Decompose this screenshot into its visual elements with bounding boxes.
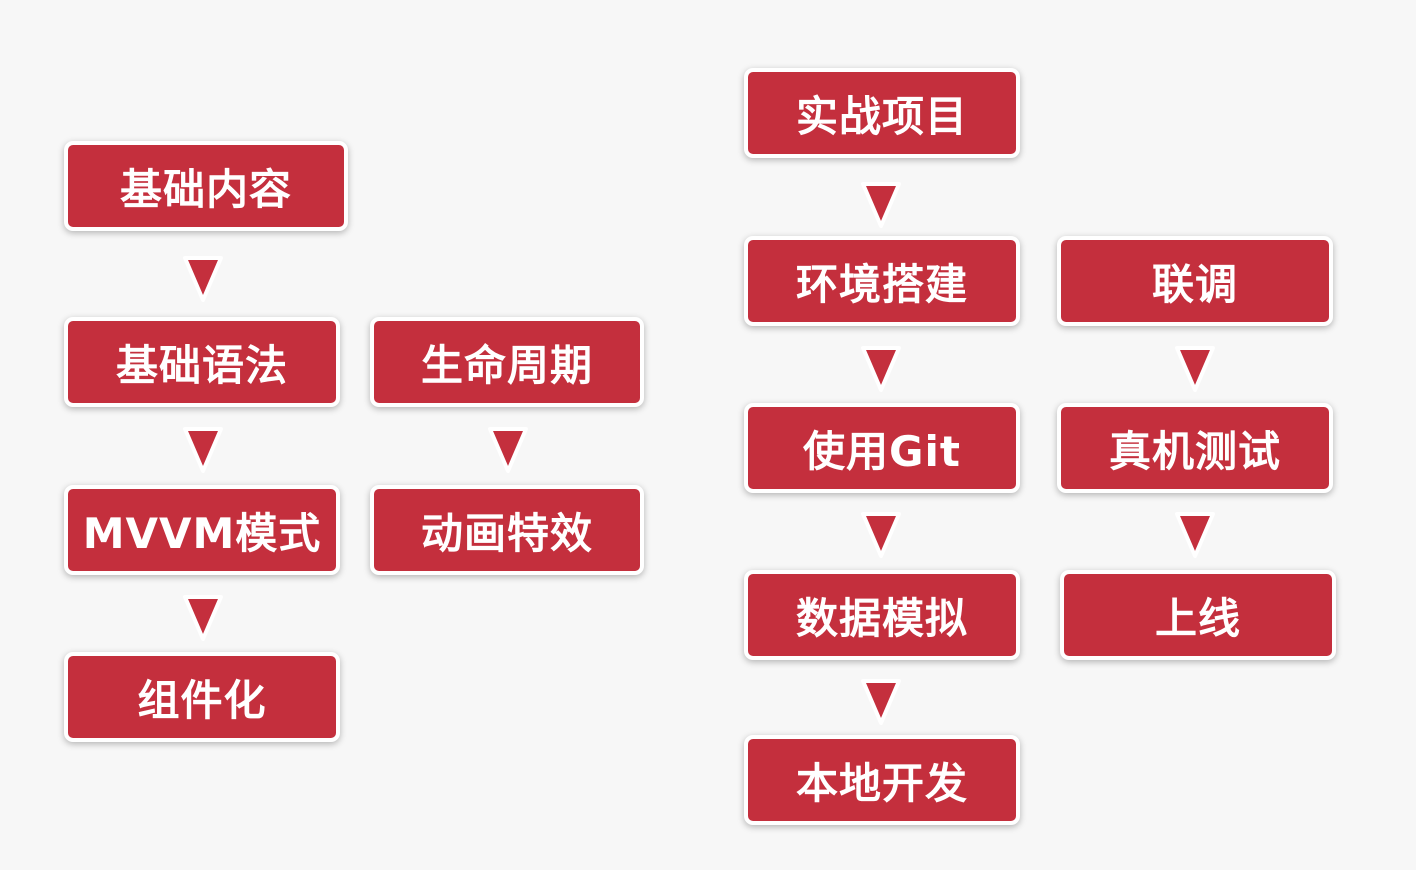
node-lifecycle: 生命周期 (370, 317, 644, 407)
node-device-testing: 真机测试 (1057, 403, 1333, 493)
node-go-live: 上线 (1060, 570, 1336, 660)
arrow-down-icon (1175, 346, 1215, 392)
node-animation-effects: 动画特效 (370, 485, 644, 575)
arrow-down-icon (1175, 512, 1215, 558)
arrow-down-icon (183, 595, 223, 641)
node-integration-debug: 联调 (1057, 236, 1333, 326)
node-mvvm-pattern: MVVM模式 (64, 485, 340, 575)
arrow-down-icon (183, 427, 223, 473)
node-environment-setup: 环境搭建 (744, 236, 1020, 326)
node-local-development: 本地开发 (744, 735, 1020, 825)
arrow-down-icon (861, 346, 901, 392)
node-componentization: 组件化 (64, 652, 340, 742)
node-use-git: 使用Git (744, 403, 1020, 493)
arrow-down-icon (183, 256, 223, 302)
node-basic-content: 基础内容 (64, 141, 348, 231)
arrow-down-icon (861, 182, 901, 228)
arrow-down-icon (861, 679, 901, 725)
node-data-mock: 数据模拟 (744, 570, 1020, 660)
node-practical-project: 实战项目 (744, 68, 1020, 158)
arrow-down-icon (488, 427, 528, 473)
arrow-down-icon (861, 512, 901, 558)
node-basic-syntax: 基础语法 (64, 317, 340, 407)
